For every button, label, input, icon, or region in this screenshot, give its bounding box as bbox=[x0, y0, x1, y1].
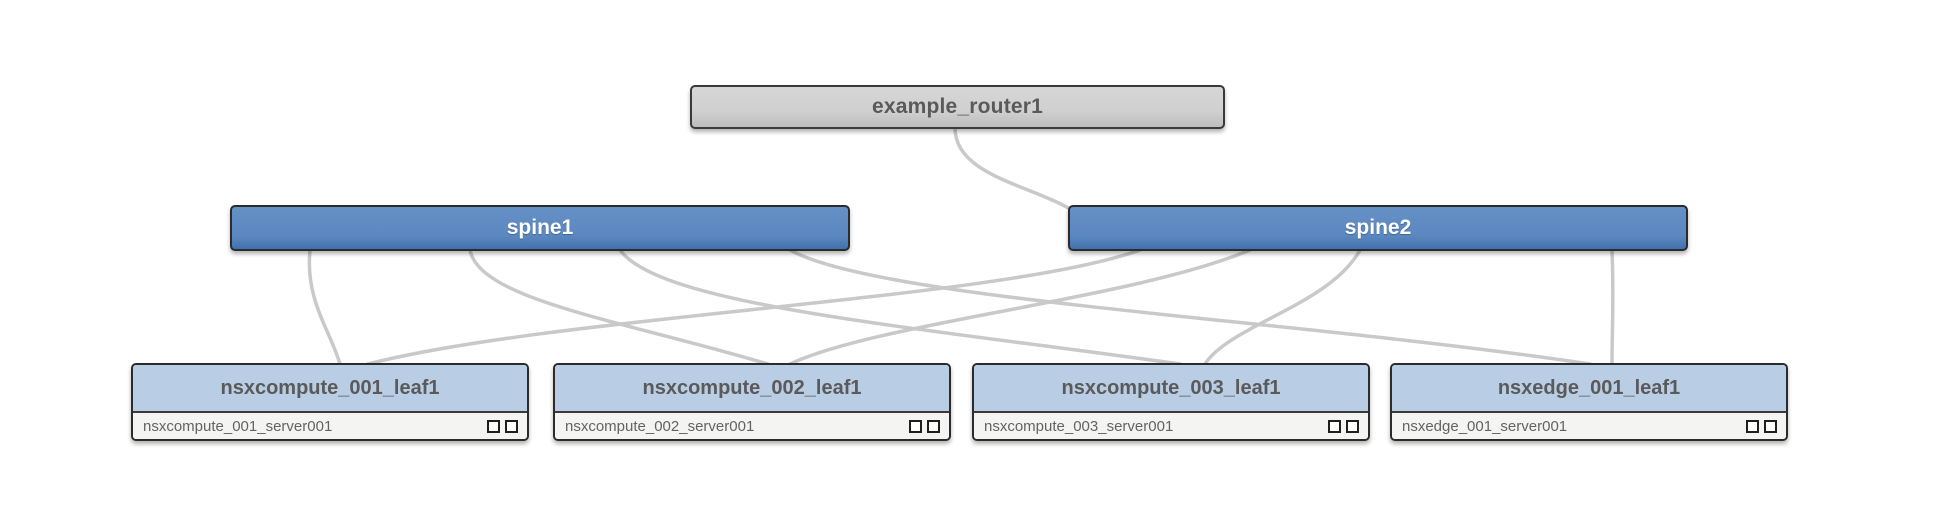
node-leaf-nsxcompute_002_leaf1[interactable]: nsxcompute_002_leaf1 nsxcompute_002_serv… bbox=[553, 363, 951, 441]
server-row[interactable]: nsxcompute_002_server001 bbox=[555, 413, 949, 439]
link-spine1-nsxcompute_003_leaf1 bbox=[618, 248, 1182, 366]
router-title: example_router1 bbox=[871, 95, 1044, 118]
link-spine2-nsxcompute_001_leaf1 bbox=[366, 248, 1142, 366]
port-group bbox=[1328, 419, 1359, 433]
leaf-header: nsxcompute_002_leaf1 bbox=[555, 365, 949, 413]
node-spine-spine1[interactable]: spine1 bbox=[230, 205, 850, 251]
port-group bbox=[487, 419, 518, 433]
node-leaf-nsxcompute_001_leaf1[interactable]: nsxcompute_001_leaf1 nsxcompute_001_serv… bbox=[131, 363, 529, 441]
link-spine2-nsxedge_001_leaf1 bbox=[1610, 248, 1615, 366]
leaf-title: nsxcompute_002_leaf1 bbox=[642, 376, 862, 399]
port-group bbox=[909, 419, 940, 433]
server-name: nsxedge_001_server001 bbox=[1402, 417, 1568, 435]
server-row[interactable]: nsxedge_001_server001 bbox=[1392, 413, 1786, 439]
port-icon[interactable] bbox=[1328, 419, 1341, 433]
spine-title: spine1 bbox=[506, 216, 574, 239]
port-group bbox=[1746, 419, 1777, 433]
leaf-title: nsxcompute_003_leaf1 bbox=[1061, 376, 1281, 399]
link-example_router1-spine2 bbox=[953, 126, 1074, 212]
port-icon[interactable] bbox=[1346, 419, 1359, 433]
port-icon[interactable] bbox=[505, 419, 518, 433]
server-name: nsxcompute_003_server001 bbox=[984, 417, 1174, 435]
port-icon[interactable] bbox=[1746, 419, 1759, 433]
spine-title: spine2 bbox=[1344, 216, 1412, 239]
leaf-title: nsxcompute_001_leaf1 bbox=[220, 376, 440, 399]
link-spine2-nsxcompute_002_leaf1 bbox=[788, 248, 1252, 366]
leaf-header: nsxedge_001_leaf1 bbox=[1392, 365, 1786, 413]
node-leaf-nsxcompute_003_leaf1[interactable]: nsxcompute_003_leaf1 nsxcompute_003_serv… bbox=[972, 363, 1370, 441]
leaf-title: nsxedge_001_leaf1 bbox=[1497, 376, 1681, 399]
server-row[interactable]: nsxcompute_003_server001 bbox=[974, 413, 1368, 439]
port-icon[interactable] bbox=[927, 419, 940, 433]
leaf-header: nsxcompute_001_leaf1 bbox=[133, 365, 527, 413]
link-spine2-nsxcompute_003_leaf1 bbox=[1203, 248, 1362, 366]
server-row[interactable]: nsxcompute_001_server001 bbox=[133, 413, 527, 439]
port-icon[interactable] bbox=[487, 419, 500, 433]
link-spine1-nsxcompute_001_leaf1 bbox=[307, 248, 342, 366]
leaf-header: nsxcompute_003_leaf1 bbox=[974, 365, 1368, 413]
port-icon[interactable] bbox=[909, 419, 922, 433]
node-leaf-nsxedge_001_leaf1[interactable]: nsxedge_001_leaf1 nsxedge_001_server001 bbox=[1390, 363, 1788, 441]
link-spine1-nsxedge_001_leaf1 bbox=[788, 248, 1592, 366]
node-spine-spine2[interactable]: spine2 bbox=[1068, 205, 1688, 251]
link-spine1-nsxcompute_002_leaf1 bbox=[468, 248, 770, 366]
node-router-example_router1[interactable]: example_router1 bbox=[690, 85, 1225, 129]
server-name: nsxcompute_002_server001 bbox=[565, 417, 755, 435]
server-name: nsxcompute_001_server001 bbox=[143, 417, 333, 435]
port-icon[interactable] bbox=[1764, 419, 1777, 433]
